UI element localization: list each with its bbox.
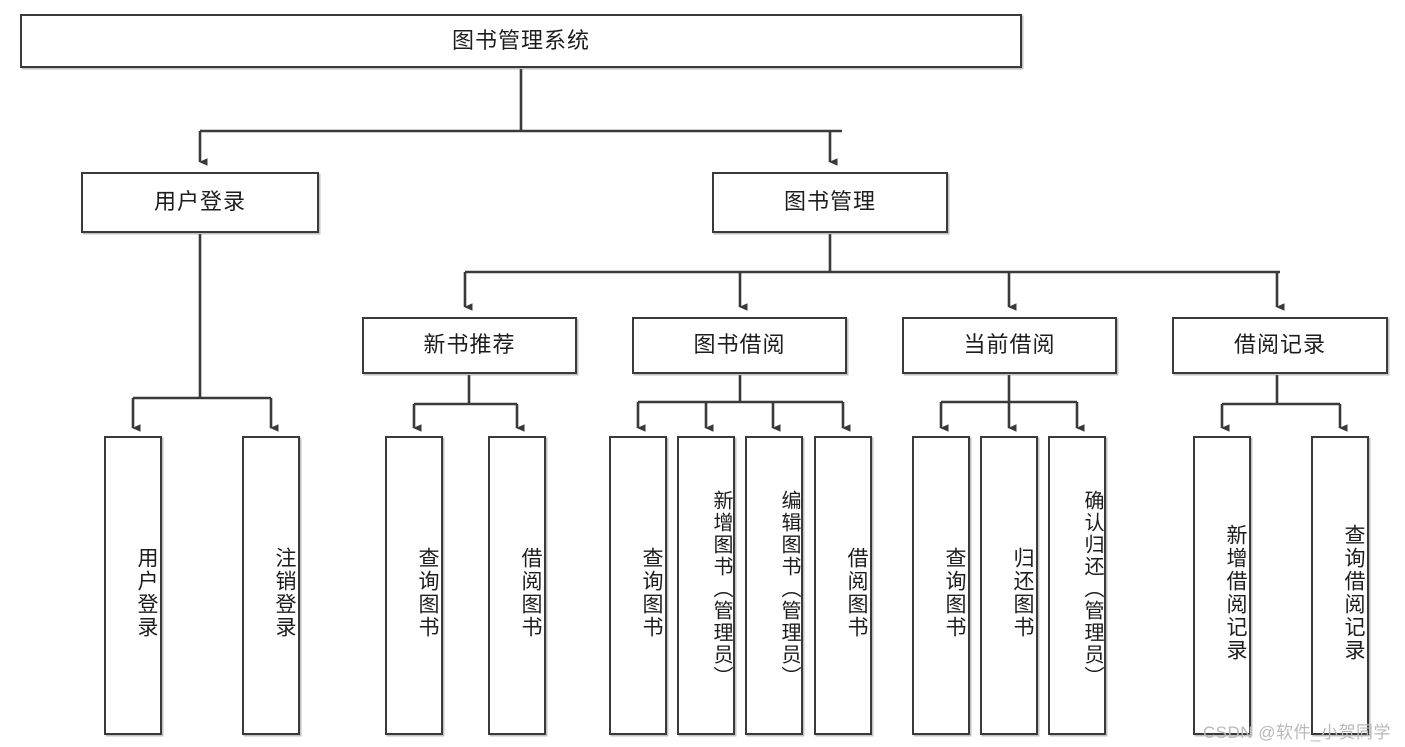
node-submodule-current-borrow[interactable]: 当前借阅 [902, 317, 1117, 374]
node-operation-user-logout-label: 注销登录 [273, 546, 296, 639]
node-operation-borrow-book-recommend[interactable]: 借阅图书 [488, 436, 546, 735]
node-operation-query-book-borrow[interactable]: 查询图书 [609, 436, 667, 735]
node-operation-query-book-current-label: 查询图书 [943, 546, 966, 639]
node-operation-borrow-book-recommend-label: 借阅图书 [519, 546, 542, 639]
csdn-watermark: CSDN @软件_小贺同学 [1202, 723, 1391, 742]
node-operation-add-book[interactable]: 新增图书（管理员） [677, 436, 735, 735]
node-operation-query-book-recommend-label: 查询图书 [416, 546, 439, 639]
node-submodule-current-borrow-label: 当前借阅 [963, 332, 1056, 358]
node-operation-add-record-label: 新增借阅记录 [1224, 523, 1247, 662]
node-submodule-new-book-recommend[interactable]: 新书推荐 [362, 317, 577, 374]
node-operation-borrow-book-label: 借阅图书 [845, 546, 868, 639]
node-root-system[interactable]: 图书管理系统 [20, 14, 1022, 68]
node-operation-return-book-label: 归还图书 [1011, 546, 1034, 639]
node-operation-query-book-borrow-label: 查询图书 [640, 546, 663, 639]
node-operation-edit-book-label: 编辑图书（管理员） [778, 489, 800, 688]
node-operation-return-book[interactable]: 归还图书 [980, 436, 1038, 735]
node-module-book-management[interactable]: 图书管理 [712, 172, 948, 233]
node-operation-user-login[interactable]: 用户登录 [104, 436, 162, 735]
node-operation-user-logout[interactable]: 注销登录 [242, 436, 300, 735]
node-operation-add-record[interactable]: 新增借阅记录 [1193, 436, 1251, 735]
node-root-system-label: 图书管理系统 [451, 27, 590, 53]
node-submodule-borrow-record[interactable]: 借阅记录 [1172, 317, 1388, 374]
node-module-book-management-label: 图书管理 [783, 189, 876, 215]
node-operation-user-login-label: 用户登录 [135, 546, 158, 639]
node-operation-confirm-return[interactable]: 确认归还（管理员） [1048, 436, 1106, 735]
node-module-user-login-label: 用户登录 [153, 189, 246, 215]
node-submodule-book-borrow[interactable]: 图书借阅 [632, 317, 847, 374]
node-operation-query-book-current[interactable]: 查询图书 [912, 436, 970, 735]
node-module-user-login[interactable]: 用户登录 [81, 172, 319, 233]
node-submodule-borrow-record-label: 借阅记录 [1233, 332, 1326, 358]
node-operation-confirm-return-label: 确认归还（管理员） [1081, 489, 1103, 688]
node-operation-query-record-label: 查询借阅记录 [1342, 523, 1365, 662]
node-submodule-book-borrow-label: 图书借阅 [693, 332, 786, 358]
node-operation-add-book-label: 新增图书（管理员） [710, 489, 732, 688]
node-operation-query-record[interactable]: 查询借阅记录 [1311, 436, 1369, 735]
node-operation-edit-book[interactable]: 编辑图书（管理员） [745, 436, 803, 735]
node-submodule-new-book-recommend-label: 新书推荐 [423, 332, 516, 358]
node-operation-query-book-recommend[interactable]: 查询图书 [385, 436, 443, 735]
node-operation-borrow-book[interactable]: 借阅图书 [814, 436, 872, 735]
